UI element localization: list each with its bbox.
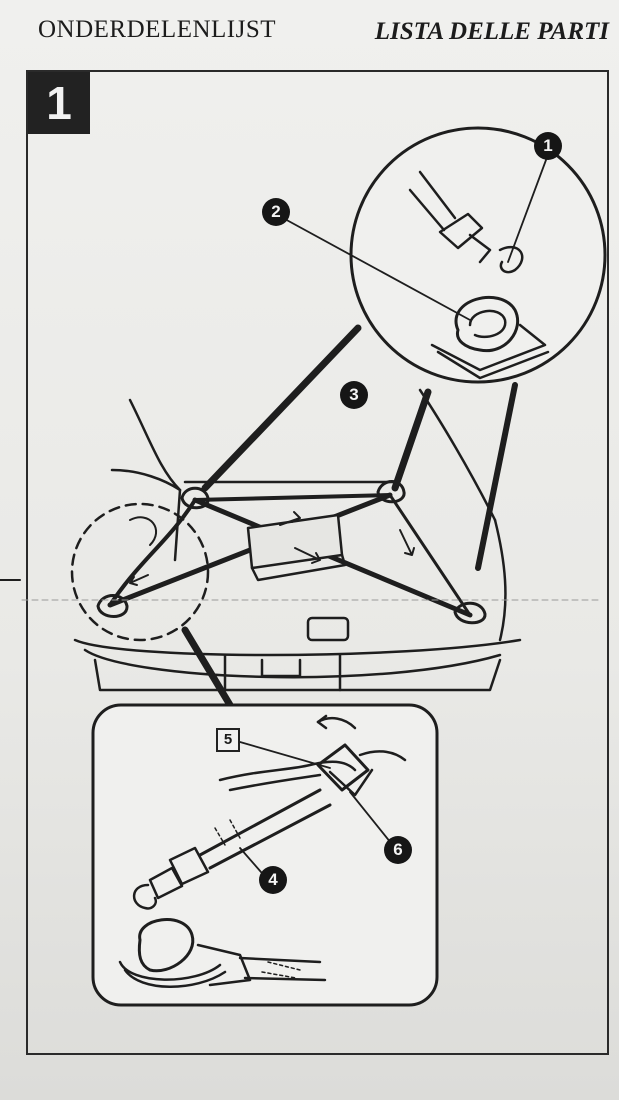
illustration-frame xyxy=(26,70,609,1055)
leader-6 xyxy=(349,791,396,849)
leader-2 xyxy=(282,217,471,321)
detail-anchor-ring-icon xyxy=(137,918,195,973)
seat-left xyxy=(128,398,182,492)
corner-anchor-bl xyxy=(96,594,129,618)
zoom-circle-top xyxy=(349,126,607,384)
zoom-leader-bottom xyxy=(181,626,234,709)
leader-1 xyxy=(507,159,547,263)
callout-3: 3 xyxy=(340,381,368,409)
strap-tightener xyxy=(316,743,370,792)
corner-anchor-br xyxy=(453,601,487,625)
zoom-leader-left xyxy=(201,324,362,492)
floor-bottom-edge xyxy=(73,638,522,657)
zoom-strap xyxy=(408,170,457,232)
cross-strap-e xyxy=(108,498,197,607)
header-title-italian: LISTA DELLE PARTI xyxy=(374,18,609,45)
leader-5 xyxy=(239,741,331,769)
zoom-leader-mid xyxy=(391,388,432,492)
lower-strap-end xyxy=(238,956,327,982)
corner-anchor-tr xyxy=(376,480,406,504)
detail-box-bottom xyxy=(91,703,439,1007)
callout-5: 5 xyxy=(216,728,240,752)
corner-anchor-tl xyxy=(180,486,210,510)
cross-strap-d xyxy=(388,493,472,617)
header-title-dutch: ONDERDELENLIJST xyxy=(38,16,277,43)
zoom-leader-right xyxy=(475,382,518,571)
zoom-hook-icon xyxy=(498,245,524,274)
detail-hook-icon xyxy=(132,883,157,910)
callout-6: 6 xyxy=(384,836,412,864)
zoom-buckle xyxy=(438,212,484,250)
main-strap xyxy=(198,788,322,857)
callout-1: 1 xyxy=(534,132,562,160)
strap-buckle xyxy=(168,846,210,886)
cross-strap-c xyxy=(193,493,392,502)
cargo-box xyxy=(246,513,344,570)
step-number-badge: 1 xyxy=(28,72,90,134)
zoom-circle-dashed xyxy=(70,502,210,642)
zoom-anchor-ring-icon xyxy=(454,295,519,353)
seat-right xyxy=(418,388,497,522)
callout-4: 4 xyxy=(259,866,287,894)
trunk-latch xyxy=(306,616,350,642)
callout-2: 2 xyxy=(262,198,290,226)
